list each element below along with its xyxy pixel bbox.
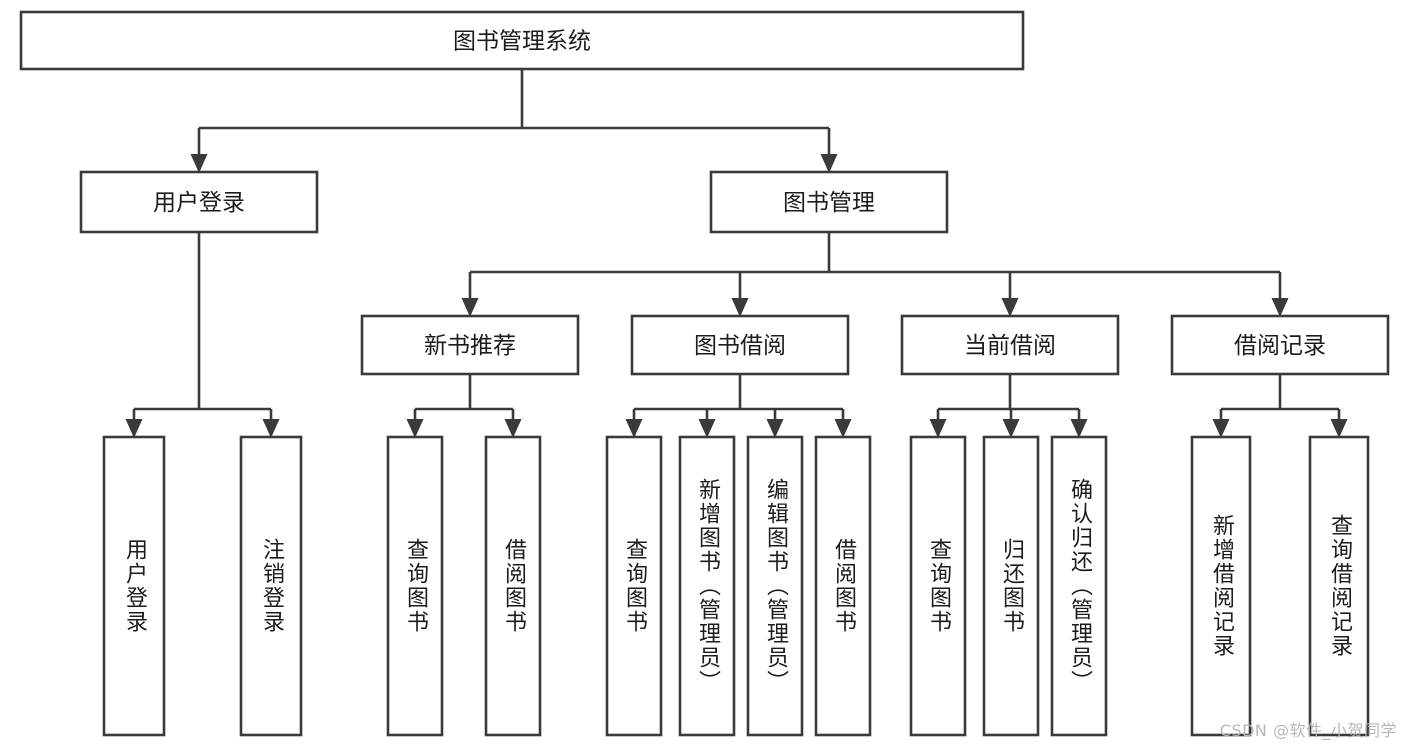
node-leaf-11 (1190, 435, 1252, 737)
node-level3-label-1: 图书借阅 (694, 333, 786, 359)
arrow-leaf-8 (929, 419, 947, 438)
node-level2-0 (79, 170, 319, 234)
node-leaf-9-rect (982, 435, 1040, 737)
arrow-leaf-9 (1002, 419, 1020, 438)
node-leaf-12-rect (1308, 435, 1370, 737)
node-leaf-8-rect (909, 435, 967, 737)
watermark-text: CSDN @软件_小贺同学 (1219, 721, 1397, 740)
arrow-leaf-12 (1330, 419, 1348, 438)
arrow-leaf-6 (766, 419, 784, 438)
node-leaf-5 (678, 435, 736, 737)
node-leaf-8 (909, 435, 967, 737)
arrow-leaf-3 (504, 419, 522, 438)
arrow-leaf-10 (1070, 419, 1088, 438)
node-root (19, 10, 1025, 71)
node-leaf-1-rect (239, 435, 303, 737)
node-level3-3-rect (1170, 314, 1390, 376)
node-leaf-12 (1308, 435, 1370, 737)
node-leaf-4 (605, 435, 663, 737)
node-leaf-6-rect (746, 435, 804, 737)
node-level3-3 (1170, 314, 1390, 376)
node-leaf-10-rect (1050, 435, 1108, 737)
node-leaf-0-rect (102, 435, 166, 737)
arrow-leaf-4 (625, 419, 643, 438)
arrow-level3-0 (461, 298, 479, 317)
node-root-rect (19, 10, 1025, 71)
arrow-level3-2 (1001, 298, 1019, 317)
node-leaf-5-rect (678, 435, 736, 737)
node-leaf-11-rect (1190, 435, 1252, 737)
node-level2-0-rect (79, 170, 319, 234)
node-leaf-2-rect (386, 435, 444, 737)
node-leaf-7 (814, 435, 872, 737)
arrow-level2-1 (820, 154, 838, 173)
node-level2-label-0: 用户登录 (153, 190, 245, 216)
arrow-level3-3 (1271, 298, 1289, 317)
node-leaf-0 (102, 435, 166, 737)
node-level2-1-rect (709, 170, 949, 234)
arrow-leaf-2 (406, 419, 424, 438)
arrow-leaf-11 (1212, 419, 1230, 438)
node-leaf-1 (239, 435, 303, 737)
node-level2-label-1: 图书管理 (783, 190, 875, 216)
node-level3-label-3: 借阅记录 (1234, 333, 1326, 359)
node-level2-1 (709, 170, 949, 234)
node-level3-1-rect (630, 314, 850, 376)
node-leaf-7-rect (814, 435, 872, 737)
node-level3-label-2: 当前借阅 (964, 333, 1056, 359)
node-level3-label-0: 新书推荐 (424, 333, 516, 359)
node-level3-1 (630, 314, 850, 376)
arrow-leaf-5 (698, 419, 716, 438)
node-leaf-10 (1050, 435, 1108, 737)
node-root-label: 图书管理系统 (453, 29, 591, 55)
arrow-leaf-1 (262, 419, 280, 438)
node-leaf-9 (982, 435, 1040, 737)
node-leaf-3 (484, 435, 542, 737)
node-leaf-6 (746, 435, 804, 737)
node-leaf-2 (386, 435, 444, 737)
arrow-leaf-0 (125, 419, 143, 438)
arrow-leaf-7 (834, 419, 852, 438)
node-leaf-4-rect (605, 435, 663, 737)
arrow-level2-0 (190, 154, 208, 173)
arrow-level3-1 (731, 298, 749, 317)
node-leaf-3-rect (484, 435, 542, 737)
